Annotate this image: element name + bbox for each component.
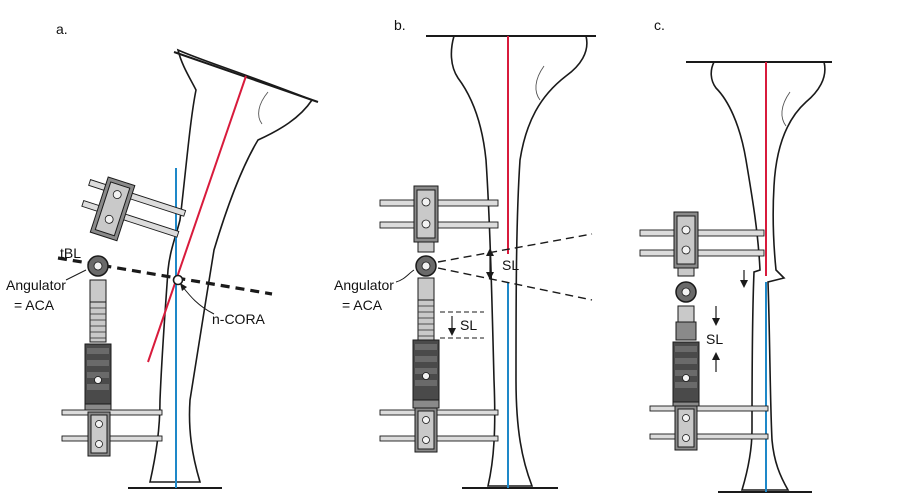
tibia-c-bone — [710, 61, 826, 491]
wedge-lower-line — [437, 267, 593, 301]
fixator-a-proximal — [81, 176, 187, 242]
panel-c: c. — [639, 17, 832, 493]
label-sl-c: SL — [706, 331, 723, 347]
panel-b-letter: b. — [394, 17, 406, 33]
fixator-b-distal — [379, 277, 499, 453]
label-sl-b-upper: SL — [502, 257, 519, 273]
tibia-b-bone — [450, 35, 588, 487]
label-angulator-a-1: Angulator — [6, 277, 66, 293]
wedge-upper-line — [437, 233, 593, 263]
label-tbl: tBL — [60, 245, 81, 261]
proximal-axis-red-a — [147, 75, 247, 363]
label-angulator-b-2: = ACA — [342, 297, 383, 313]
label-sl-b-lower: SL — [460, 317, 477, 333]
fixator-b-proximal — [379, 185, 499, 253]
label-angulator-b-1: Angulator — [334, 277, 394, 293]
label-ncora: n-CORA — [212, 311, 266, 327]
fixator-c-distal — [649, 305, 769, 451]
label-angulator-a-2: = ACA — [14, 297, 55, 313]
panel-b: b. — [334, 17, 596, 489]
fixator-c-proximal — [639, 211, 765, 277]
panel-a: a. — [6, 21, 319, 489]
panel-a-letter: a. — [56, 21, 68, 37]
tibia-a-bone — [149, 48, 314, 483]
fixator-a-distal — [61, 279, 163, 457]
ncora-point — [172, 274, 184, 286]
panel-c-letter: c. — [654, 17, 665, 33]
